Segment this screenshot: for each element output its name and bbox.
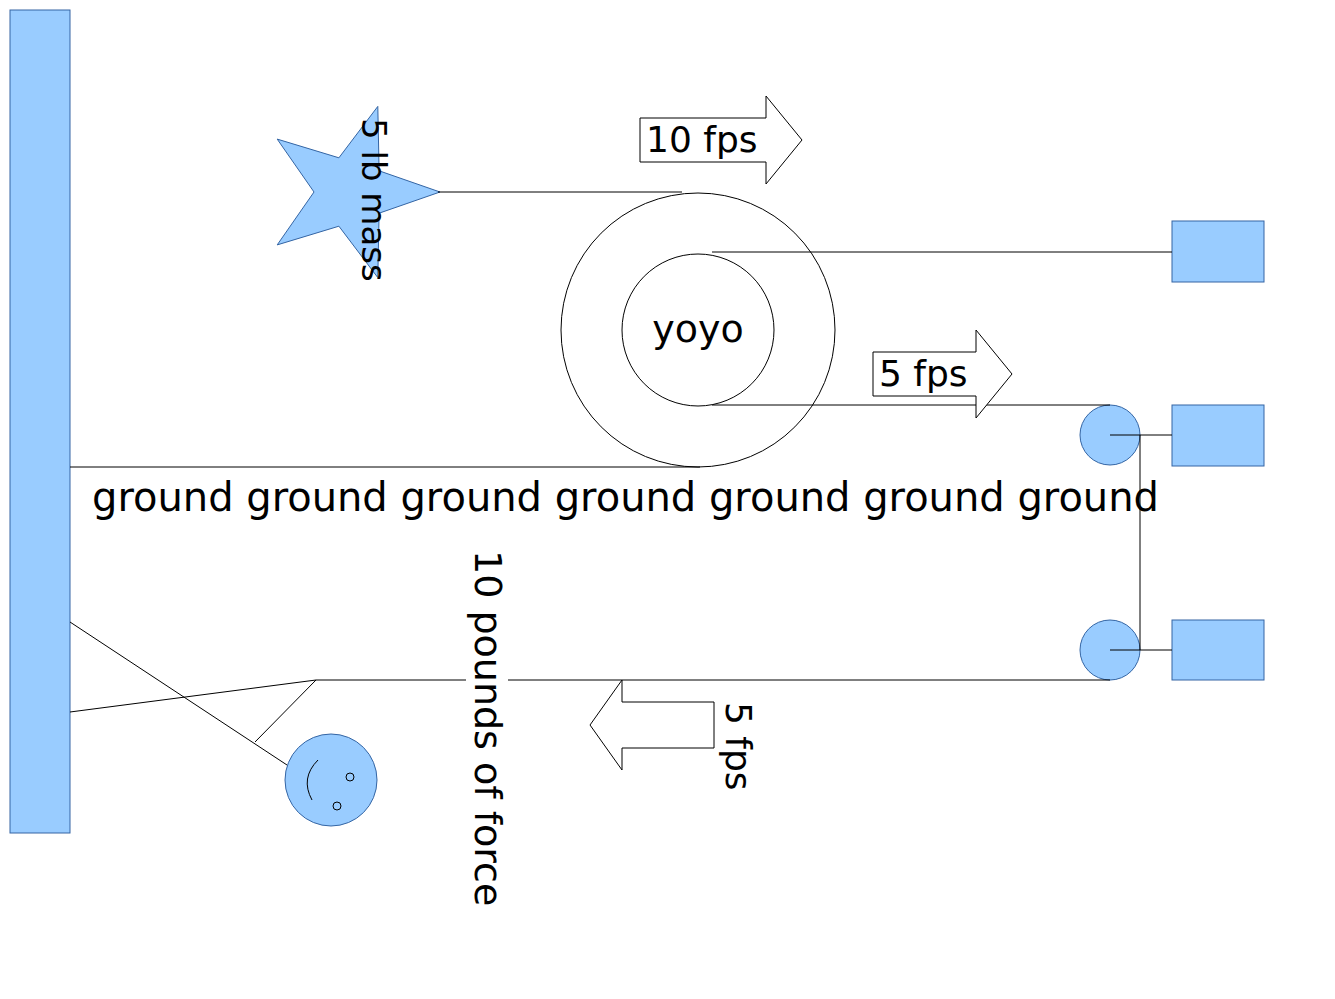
velocity-label: 5 fps [718, 702, 758, 791]
string [1140, 435, 1141, 650]
person-leg [70, 680, 316, 712]
velocity-label: 10 fps [646, 120, 758, 160]
velocity-arrow: 5 fps [873, 330, 1012, 418]
ground-line [70, 467, 700, 468]
annotation: 5 lb mass [354, 118, 391, 282]
person-eye [333, 802, 341, 810]
velocity-label: 5 fps [879, 354, 968, 394]
person-smile [307, 760, 318, 800]
string [316, 680, 1110, 681]
person-arm [255, 680, 316, 742]
string [712, 405, 1110, 406]
anchor-block [1172, 221, 1264, 282]
person-eye [346, 773, 354, 781]
node-label: yoyo [652, 309, 743, 351]
string [438, 192, 682, 193]
pulley-axle [1110, 650, 1172, 651]
annotation: 10 pounds of force [467, 548, 509, 908]
wall [10, 10, 70, 833]
arrow-shape [640, 96, 802, 184]
velocity-arrow: 5 fps [590, 680, 760, 815]
arrow-shape [873, 330, 1012, 418]
yoyo-outer [561, 193, 835, 467]
anchor-block [1172, 405, 1264, 466]
person-head [285, 734, 377, 826]
person-body [70, 622, 287, 765]
anchor-block [1172, 620, 1264, 680]
ground-label: ground ground ground ground ground groun… [92, 475, 1159, 519]
arrow-shape [590, 680, 714, 770]
pulley-axle [1110, 435, 1172, 436]
yoyo: yoyo [560, 192, 836, 468]
string [712, 252, 1172, 253]
yoyo-inner [622, 254, 774, 406]
velocity-arrow: 10 fps [640, 96, 802, 184]
